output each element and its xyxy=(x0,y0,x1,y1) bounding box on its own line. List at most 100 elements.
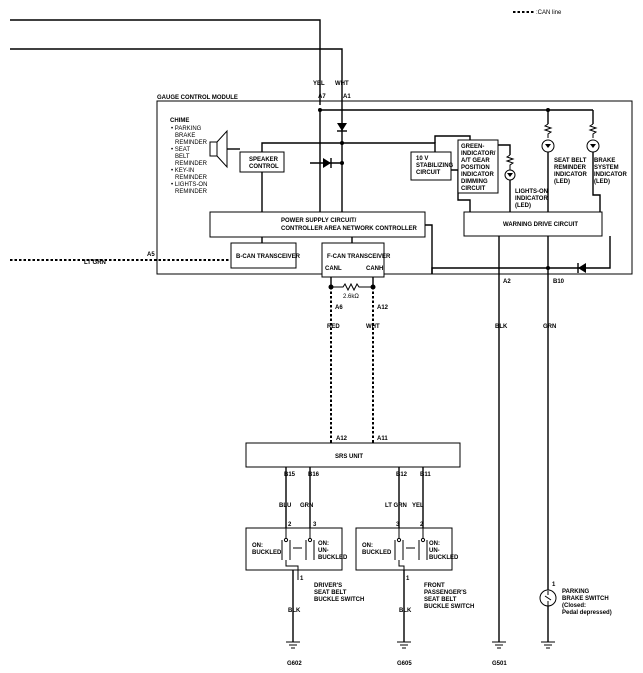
stabilizing-to-green xyxy=(434,135,471,143)
brake-led-label-4: (LED) xyxy=(594,179,610,185)
driver-on-unbuckled-2: UN- xyxy=(318,548,329,554)
svg-text:• SEAT: • SEAT xyxy=(171,147,190,153)
svg-text:FRONT: FRONT xyxy=(424,583,445,589)
brake-led-triangle xyxy=(590,144,596,148)
wire-color-blu: BLU xyxy=(279,503,291,509)
wire-color-red: RED xyxy=(327,324,340,330)
green-indicator-label-4: POSITION xyxy=(461,165,490,171)
pin-b10: B10 xyxy=(553,279,565,285)
svg-text:• LIGHTS-ON: • LIGHTS-ON xyxy=(171,182,207,188)
psu-to-warning-bottom xyxy=(425,224,433,274)
canl-label: CANL xyxy=(325,266,342,272)
lights-on-label-1: LIGHTS-ON xyxy=(515,189,548,195)
stabilizing-label-3: CIRCUIT xyxy=(416,170,441,176)
speaker-control-feed xyxy=(261,142,342,152)
passenger-on-buckled-1: ON: xyxy=(362,543,373,549)
lights-on-led-triangle xyxy=(507,173,513,177)
svg-text:SEAT BELT: SEAT BELT xyxy=(424,597,457,603)
power-supply-label-2: CONTROLLER AREA NETWORK CONTROLLER xyxy=(281,226,418,232)
yel-power-wire xyxy=(10,19,321,105)
speaker-control-label-1: SPEAKER xyxy=(249,157,279,163)
brake-led-to-warning xyxy=(592,152,601,212)
wht-power-wire xyxy=(10,48,343,105)
svg-text:REMINDER: REMINDER xyxy=(175,140,208,146)
parking-brake-pin-1: 1 xyxy=(552,582,556,588)
pin-a12: A12 xyxy=(377,305,389,311)
b-can-transceiver-box xyxy=(230,242,297,269)
ground-g501-label: G501 xyxy=(492,661,507,667)
srs-pin-b15: B15 xyxy=(284,472,296,478)
svg-text:BUCKLE SWITCH: BUCKLE SWITCH xyxy=(424,604,474,610)
driver-pin-3: 3 xyxy=(313,522,317,528)
driver-on-unbuckled-3: BUCKLED xyxy=(318,555,348,561)
driver-switch-contacts xyxy=(281,528,315,580)
svg-text:BRAKE SWITCH: BRAKE SWITCH xyxy=(562,596,609,602)
canh-label: CANH xyxy=(366,266,383,272)
passenger-wire-blk: BLK xyxy=(399,608,412,614)
wire-color-blk-a2: BLK xyxy=(495,324,508,330)
power-supply-box xyxy=(209,211,426,238)
svg-text:• KEY-IN: • KEY-IN xyxy=(171,168,194,174)
green-indicator-label-7: CIRCUIT xyxy=(461,186,486,192)
speaker-control-label-2: CONTROL xyxy=(249,164,279,170)
passenger-pin-2: 2 xyxy=(420,522,424,528)
svg-text:PASSENGER'S: PASSENGER'S xyxy=(424,590,467,596)
pin-a5: A5 xyxy=(147,252,155,258)
driver-on-buckled-2: BUCKLED xyxy=(252,550,282,556)
ground-g602-label: G602 xyxy=(287,661,302,667)
passenger-pin-3: 3 xyxy=(396,522,400,528)
svg-text:(Closed:: (Closed: xyxy=(562,603,586,609)
brake-resistor-icon xyxy=(588,123,598,138)
svg-text:BELT: BELT xyxy=(175,154,190,160)
ground-g605-label: G605 xyxy=(397,661,412,667)
passenger-switch-label: FRONT PASSENGER'S SEAT BELT BUCKLE SWITC… xyxy=(424,583,474,610)
seat-belt-led-triangle xyxy=(545,144,551,148)
driver-on-unbuckled-1: ON: xyxy=(318,541,329,547)
passenger-on-unbuckled-3: BUCKLED xyxy=(429,555,459,561)
driver-on-buckled-1: ON: xyxy=(252,543,263,549)
driver-wire-blk: BLK xyxy=(288,608,301,614)
green-indicator-label-3: A/T GEAR xyxy=(461,158,490,164)
stabilizing-label-2: STABILIZING xyxy=(416,163,454,169)
wire-color-ltgrn-b12: LT GRN xyxy=(385,503,407,509)
lights-on-label-3: (LED) xyxy=(515,203,531,209)
driver-switch-label: DRIVER'S SEAT BELT BUCKLE SWITCH xyxy=(314,583,364,603)
green-indicator-label-5: INDICATOR xyxy=(461,172,494,178)
gauge-control-module-title: GAUGE CONTROL MODULE xyxy=(157,95,238,101)
green-indicator-label-1: GREEN- xyxy=(461,144,484,150)
stabilizing-label-1: 10 V xyxy=(416,156,428,162)
warning-drive-box xyxy=(463,211,603,237)
parking-brake-label: PARKING BRAKE SWITCH (Closed: Pedal depr… xyxy=(562,589,612,616)
resistor-value: 2.6kΩ xyxy=(343,294,359,300)
svg-text:REMINDER: REMINDER xyxy=(175,161,208,167)
parking-brake-switch-contact xyxy=(544,591,552,606)
ground-g605-icon xyxy=(397,641,411,649)
termination-resistor-icon xyxy=(331,282,373,292)
lights-on-label-2: INDICATOR xyxy=(515,196,548,202)
pin-a7: A7 xyxy=(318,94,326,100)
svg-text:PARKING: PARKING xyxy=(562,589,590,595)
seat-belt-led-label-1: SEAT BELT xyxy=(554,158,587,164)
seat-belt-led-label-3: INDICATOR xyxy=(554,172,587,178)
svg-text:BUCKLE SWITCH: BUCKLE SWITCH xyxy=(314,597,364,603)
ground-g501-icon xyxy=(492,641,506,649)
passenger-switch-contacts xyxy=(394,528,428,580)
f-can-transceiver-box xyxy=(321,242,385,278)
seat-belt-led-label-4: (LED) xyxy=(554,179,570,185)
legend-can-line-label: :CAN line xyxy=(536,10,562,16)
svg-text:SEAT BELT: SEAT BELT xyxy=(314,590,347,596)
srs-unit-box xyxy=(245,442,461,468)
f-can-transceiver-label: F-CAN TRANSCEIVER xyxy=(327,254,391,260)
svg-text:• PARKING: • PARKING xyxy=(171,126,202,132)
wire-color-yel: YEL xyxy=(313,81,325,87)
svg-text:BRAKE: BRAKE xyxy=(175,133,195,139)
warning-return-line xyxy=(431,236,611,274)
stabilizing-to-warning xyxy=(451,169,471,212)
green-to-lights-on xyxy=(498,144,511,155)
ground-g602-icon xyxy=(286,641,300,649)
brake-led-label-3: INDICATOR xyxy=(594,172,627,178)
lights-on-resistor-icon xyxy=(505,154,515,170)
srs-pin-a12: A12 xyxy=(336,436,348,442)
srs-unit-label: SRS UNIT xyxy=(335,454,363,460)
